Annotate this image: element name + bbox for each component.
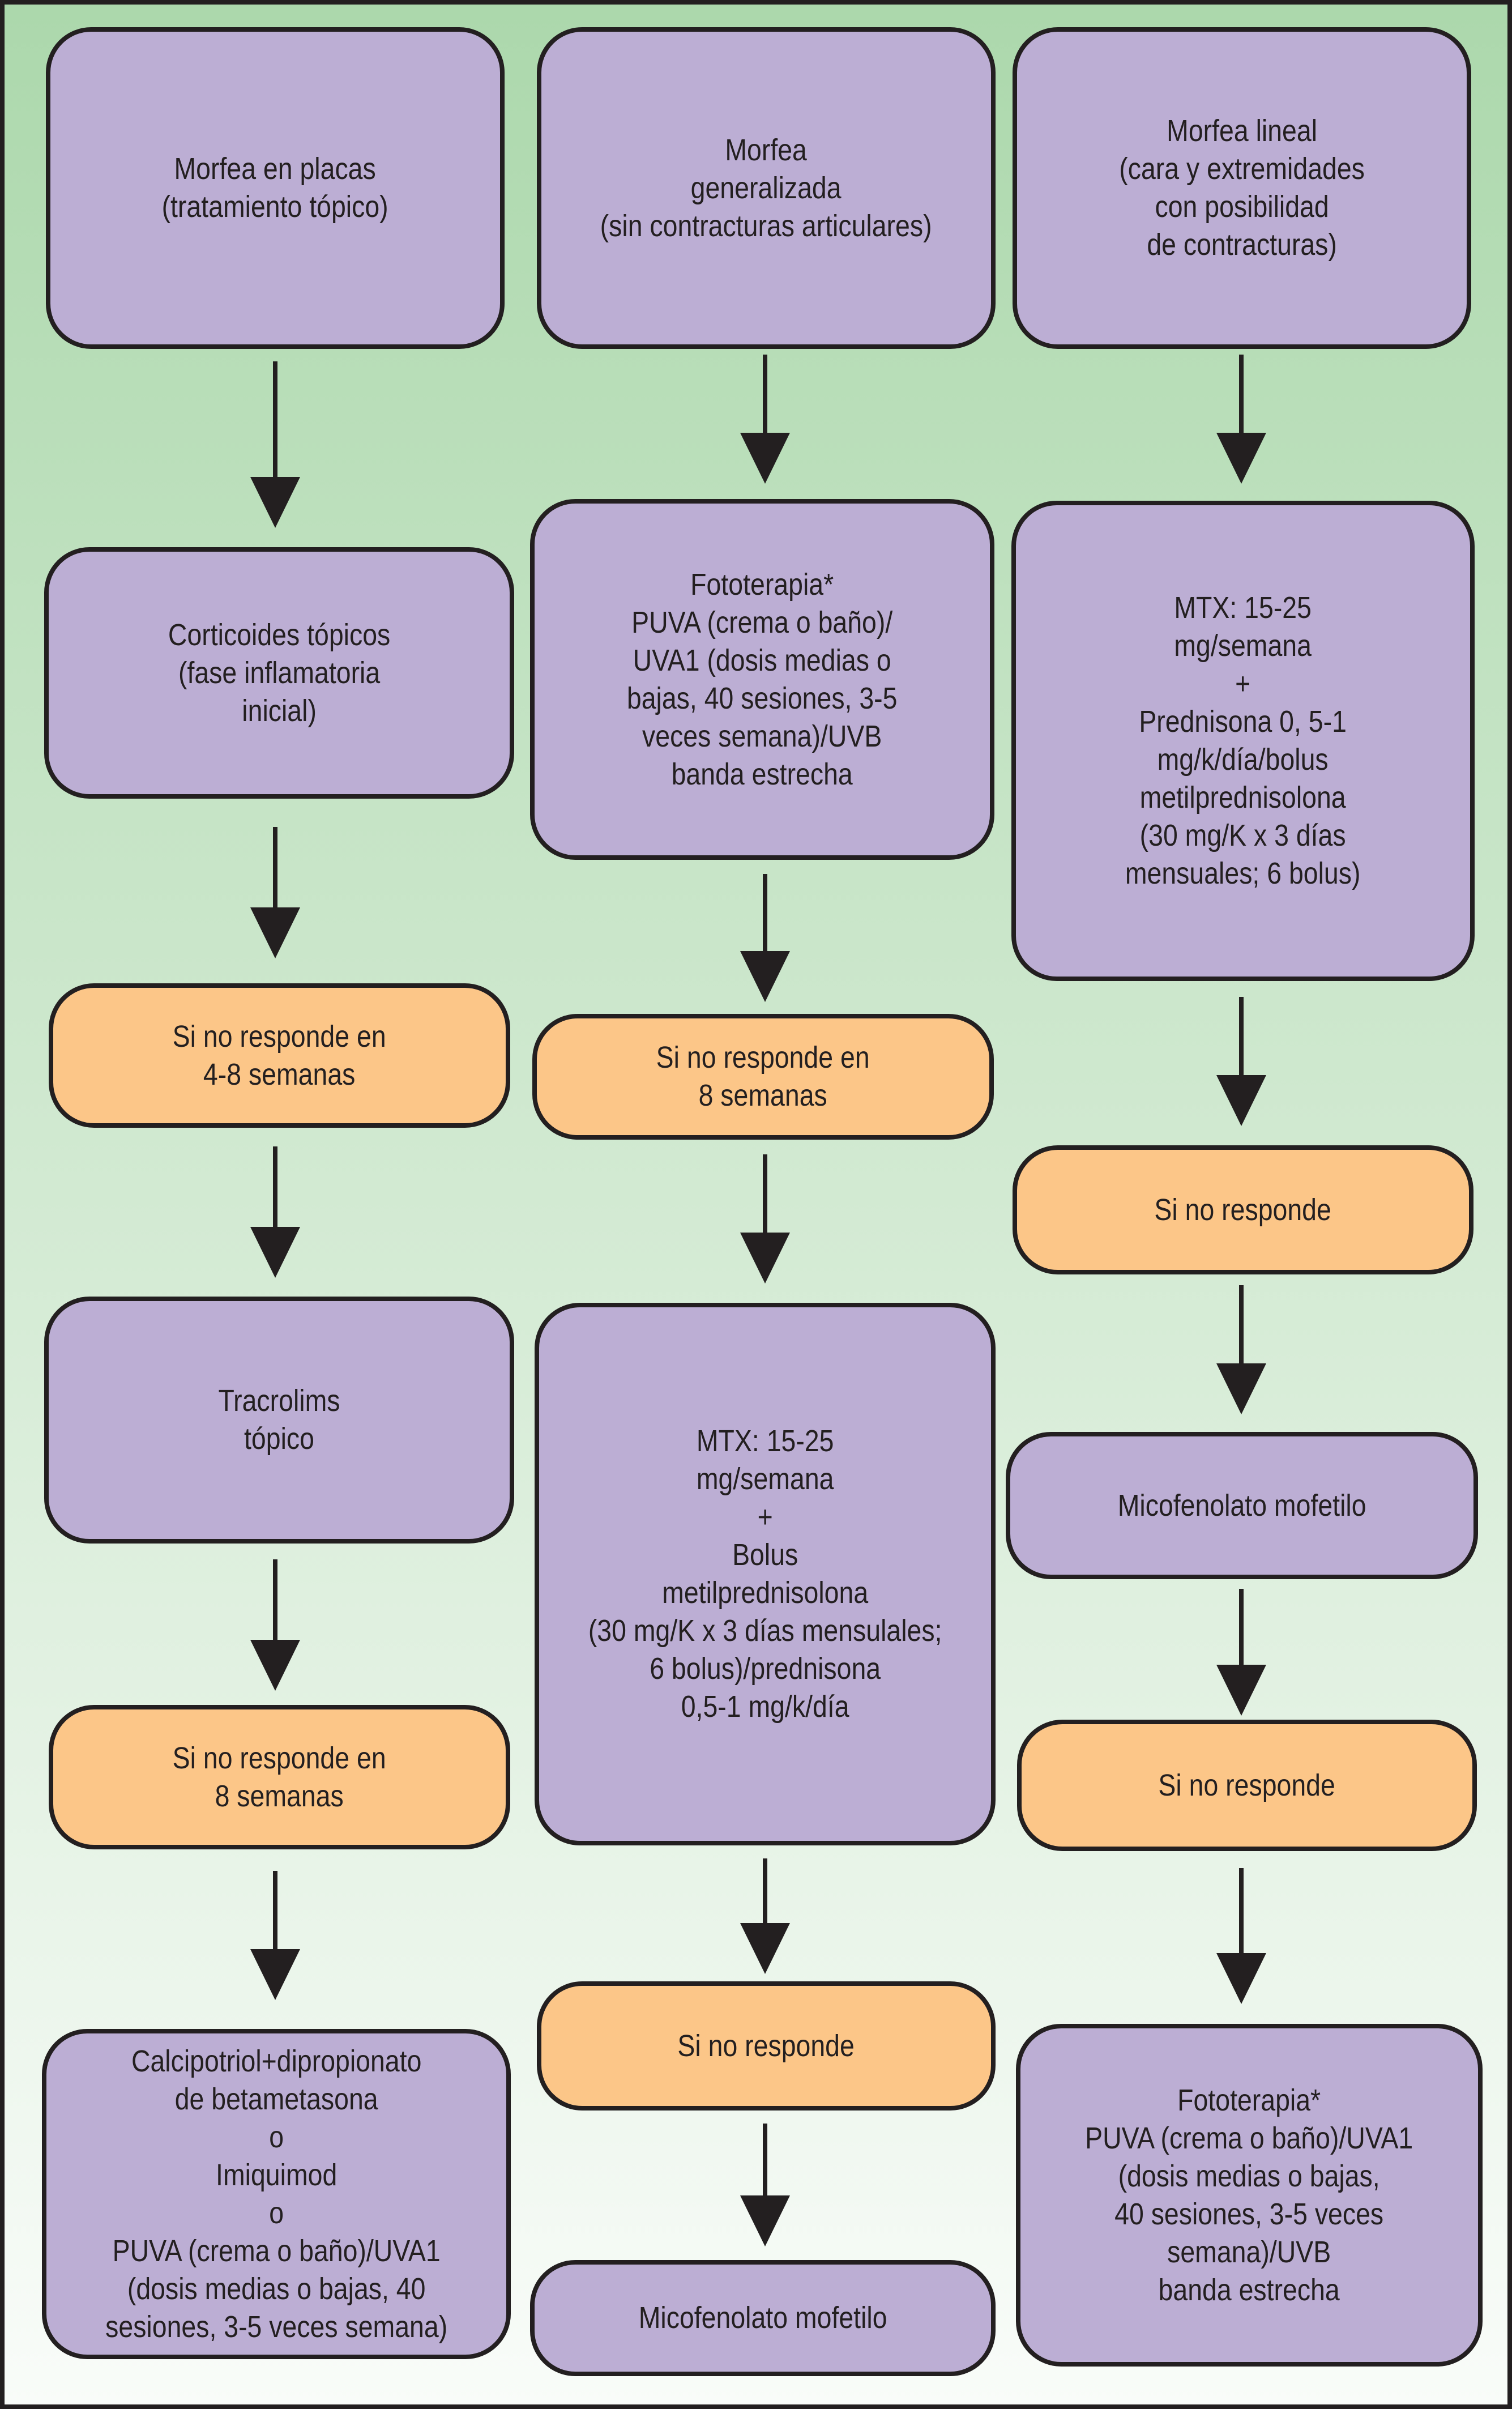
node-label: Corticoides tópicos (fase inflamatoria i… <box>168 617 391 728</box>
node-label: MTX: 15-25 mg/semana + Bolus metilpredni… <box>588 1424 942 1724</box>
node-label: Calcipotriol+dipropionato de betametason… <box>105 2044 448 2344</box>
arrow-down-icon <box>740 355 790 484</box>
node-condition-8-semanas: Si no responde en 8 semanas <box>532 1014 994 1140</box>
node-mtx-prednisona: MTX: 15-25 mg/semana + Prednisona 0, 5-1… <box>1011 501 1475 981</box>
node-label: MTX: 15-25 mg/semana + Prednisona 0, 5-1… <box>1125 591 1361 890</box>
node-label: Si no responde en 8 semanas <box>656 1041 870 1112</box>
arrow-down-icon <box>1216 355 1266 484</box>
node-label: Si no responde <box>1158 1768 1336 1802</box>
arrow-down-icon <box>250 827 300 958</box>
arrow-down-icon <box>1216 1589 1266 1716</box>
node-tracrolims-topico: Tracrolims tópico <box>44 1297 514 1544</box>
node-mtx-bolus-metilprednisolona: MTX: 15-25 mg/semana + Bolus metilpredni… <box>535 1303 996 1845</box>
arrow-down-icon <box>250 1871 300 2000</box>
arrow-down-icon <box>740 1858 790 1974</box>
node-morfea-lineal: Morfea lineal (cara y extremidades con p… <box>1013 27 1471 349</box>
node-label: Morfea en placas (tratamiento tópico) <box>161 152 389 224</box>
arrow-down-icon <box>250 361 300 528</box>
node-corticoides-topicos: Corticoides tópicos (fase inflamatoria i… <box>44 547 514 799</box>
node-label: Fototerapia* PUVA (crema o baño)/UVA1 (d… <box>1085 2083 1413 2307</box>
node-condition-4-8-semanas: Si no responde en 4-8 semanas <box>49 983 510 1128</box>
node-label: Micofenolato mofetilo <box>638 2301 887 2335</box>
arrow-down-icon <box>1216 1285 1266 1414</box>
arrow-down-icon <box>250 1146 300 1278</box>
node-fototerapia: Fototerapia* PUVA (crema o baño)/ UVA1 (… <box>530 499 994 860</box>
node-label: Morfea lineal (cara y extremidades con p… <box>1119 114 1365 262</box>
node-micofenolato-mofetilo: Micofenolato mofetilo <box>1006 1432 1478 1579</box>
node-label: Micofenolato mofetilo <box>1117 1488 1366 1523</box>
arrow-down-icon <box>740 2124 790 2246</box>
node-fototerapia: Fototerapia* PUVA (crema o baño)/UVA1 (d… <box>1016 2024 1483 2367</box>
node-morfea-generalizada: Morfea generalizada (sin contracturas ar… <box>537 27 996 349</box>
arrow-down-icon <box>740 874 790 1002</box>
node-calcipotriol-imiquimod-puva: Calcipotriol+dipropionato de betametason… <box>42 2029 511 2359</box>
node-label: Si no responde en 4-8 semanas <box>173 1019 386 1091</box>
node-label: Si no responde <box>1154 1192 1332 1227</box>
arrow-down-icon <box>250 1559 300 1691</box>
node-condition-si-no-responde: Si no responde <box>537 1981 996 2110</box>
node-condition-8-semanas: Si no responde en 8 semanas <box>49 1705 510 1849</box>
node-label: Si no responde <box>677 2028 855 2063</box>
node-condition-si-no-responde: Si no responde <box>1017 1720 1477 1851</box>
node-micofenolato-mofetilo: Micofenolato mofetilo <box>530 2260 996 2376</box>
arrow-down-icon <box>1216 997 1266 1126</box>
node-condition-si-no-responde: Si no responde <box>1013 1145 1473 1274</box>
arrow-down-icon <box>1216 1868 1266 2004</box>
node-morfea-en-placas: Morfea en placas (tratamiento tópico) <box>46 27 505 349</box>
node-label: Fototerapia* PUVA (crema o baño)/ UVA1 (… <box>627 567 898 791</box>
node-label: Tracrolims tópico <box>218 1384 340 1456</box>
node-label: Si no responde en 8 semanas <box>173 1741 386 1813</box>
arrow-down-icon <box>740 1154 790 1284</box>
node-label: Morfea generalizada (sin contracturas ar… <box>600 133 932 243</box>
